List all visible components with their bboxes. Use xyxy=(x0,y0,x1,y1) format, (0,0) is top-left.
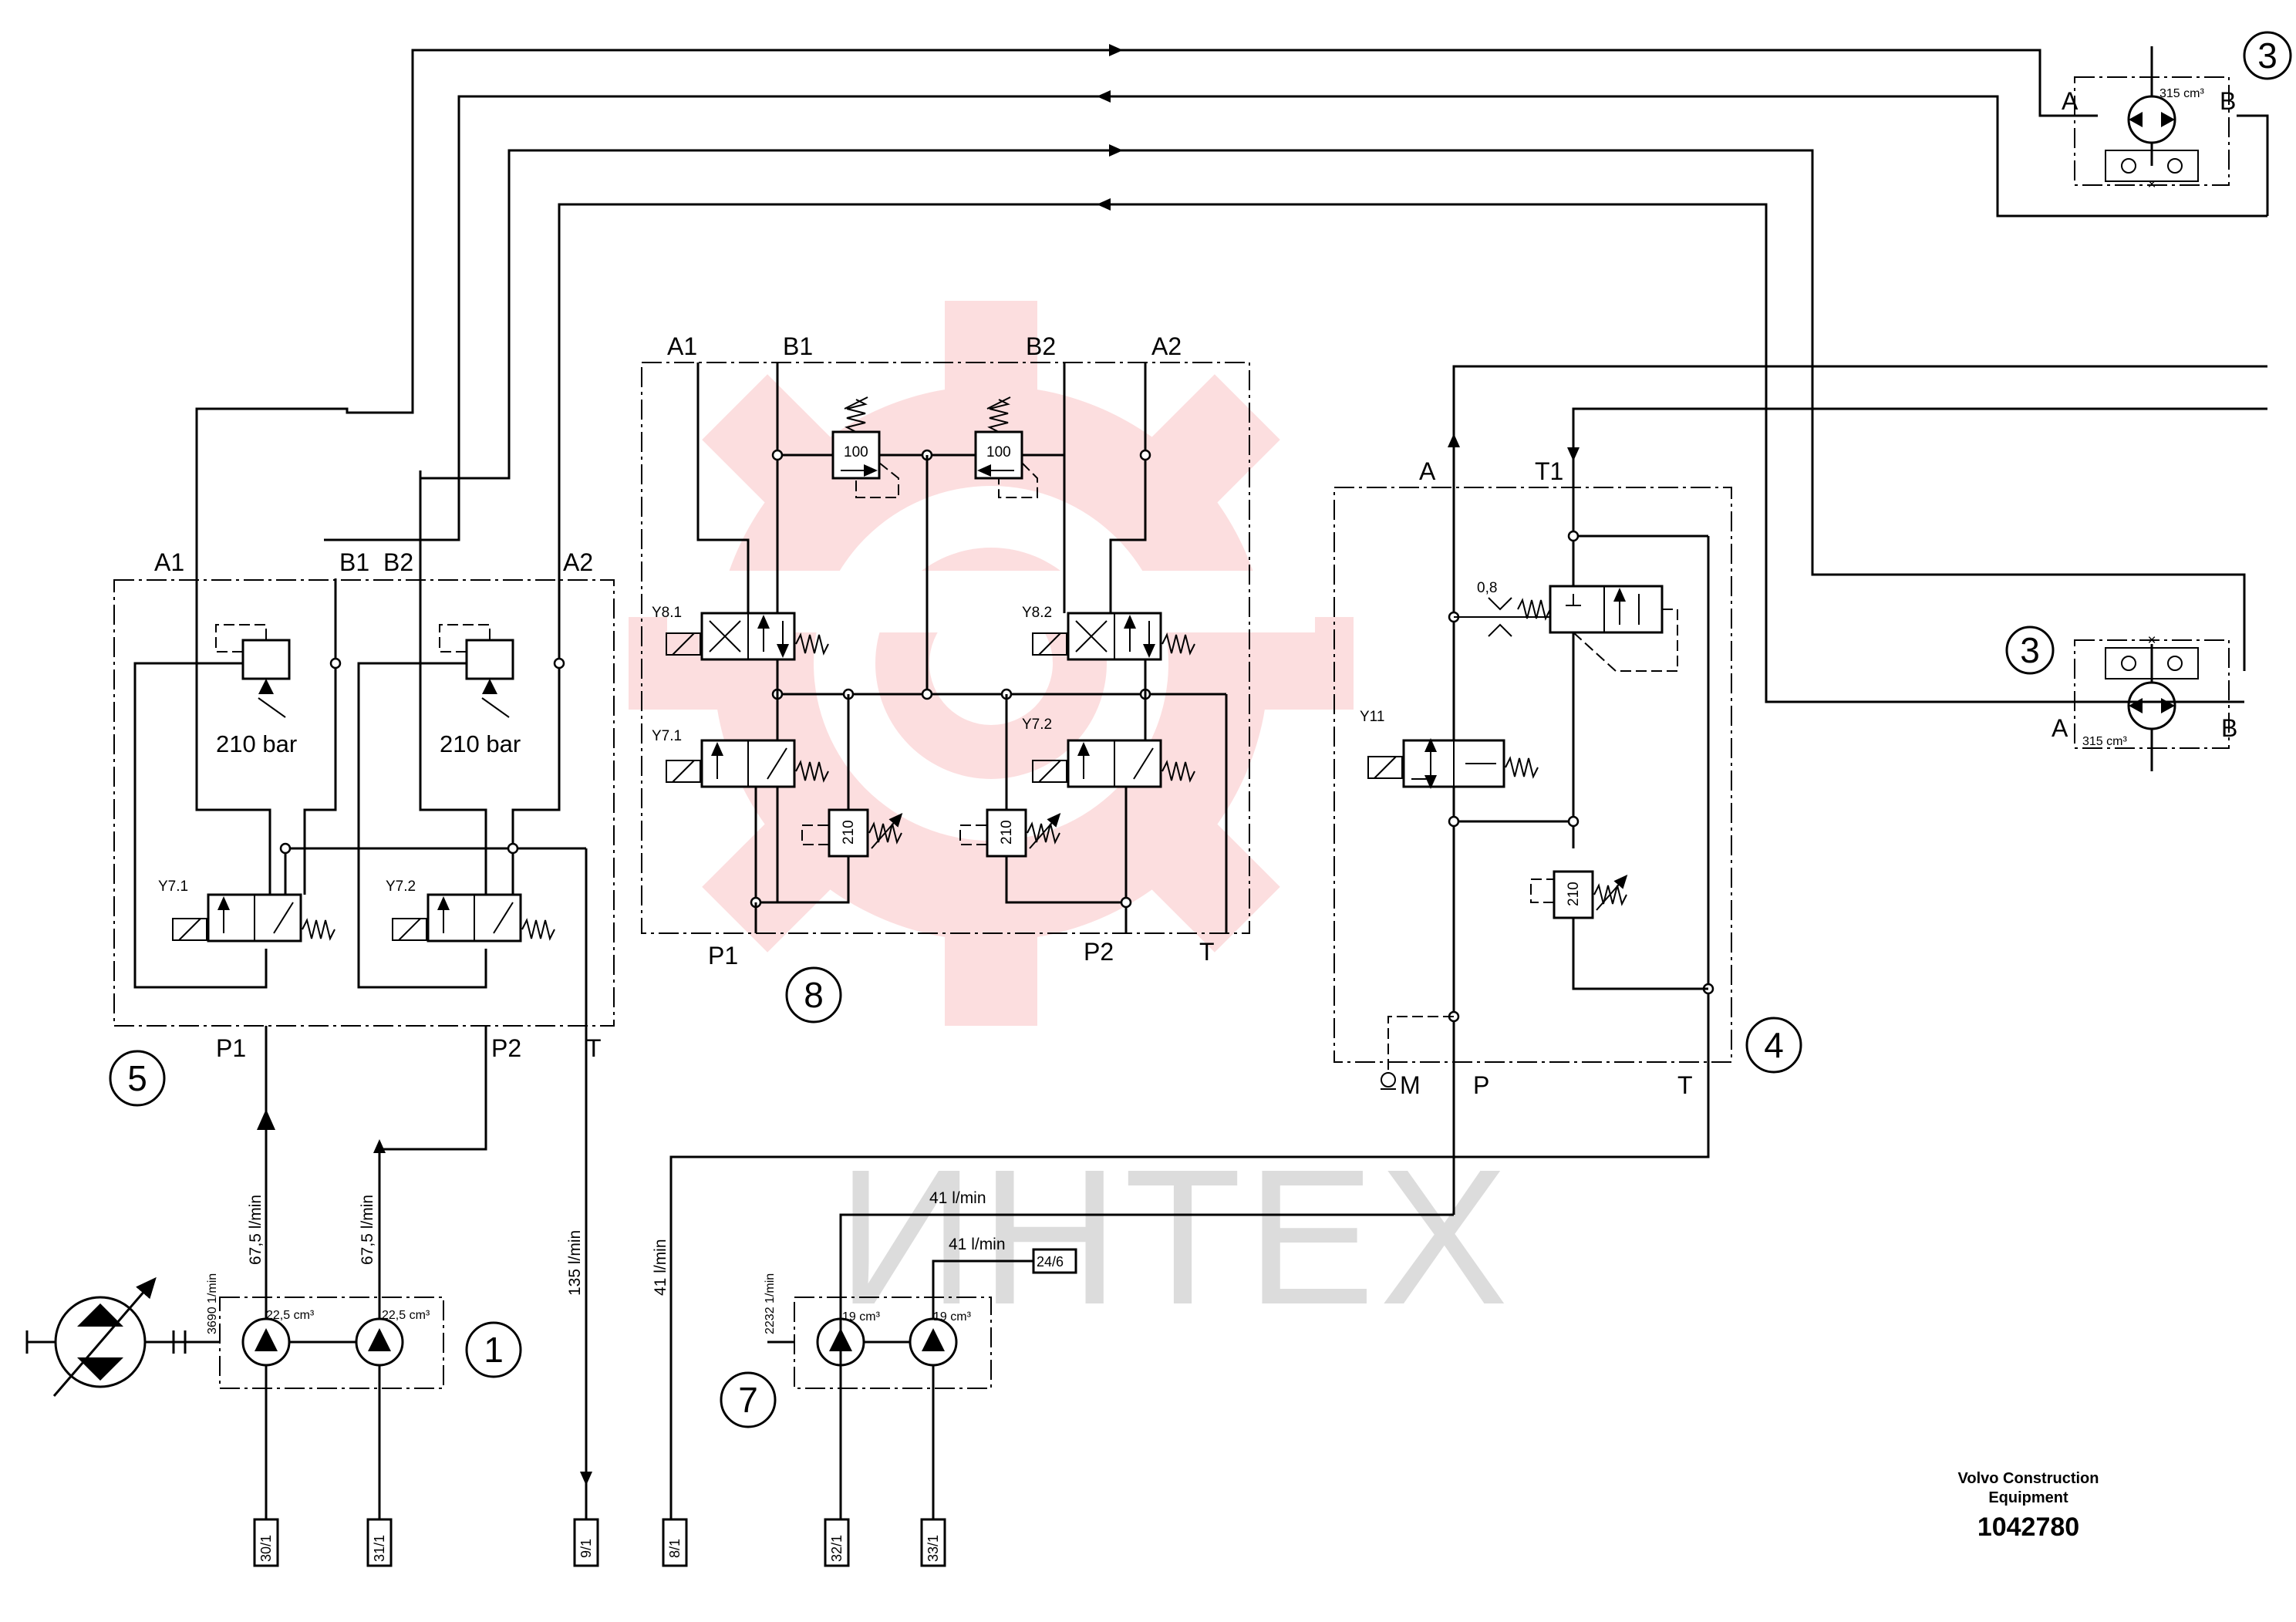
pump1-rpm: 3690 1/min xyxy=(206,1273,219,1334)
valve5-solenoid-y71: Y7.1 xyxy=(158,878,188,895)
flow-135: 135 l/min xyxy=(566,1230,584,1296)
svg-text:×: × xyxy=(2147,632,2156,649)
component-number-1: 1 xyxy=(484,1330,504,1370)
tag-32-1: 32/1 xyxy=(829,1535,845,1562)
valve5-port-a1: A1 xyxy=(154,548,184,576)
valve8-solenoid-y82: Y8.2 xyxy=(1022,605,1052,621)
relief-210-2: 210 xyxy=(999,820,1015,845)
relief-210bar-2: 210 bar xyxy=(440,730,521,757)
orifice-label: 0,8 xyxy=(1477,580,1497,596)
valve-block-8: A1 B1 B2 A2 P1 P2 T xyxy=(641,332,1250,1023)
pump7-displacement-b: 19 cm³ xyxy=(933,1310,972,1324)
valve8-port-p1: P1 xyxy=(708,942,738,969)
valve8-port-t: T xyxy=(1199,938,1215,966)
motor-port-b-top: B xyxy=(2220,87,2236,115)
pump7-rpm: 2232 1/min xyxy=(764,1273,777,1334)
component-number-3-bottom: 3 xyxy=(2020,630,2040,670)
flow-41-b: 41 l/min xyxy=(949,1236,1006,1253)
component-number-5: 5 xyxy=(127,1058,147,1098)
relief-210-1: 210 xyxy=(841,820,857,845)
relief-210bar-1: 210 bar xyxy=(216,730,297,757)
motor-displacement-bottom: 315 cm³ xyxy=(2082,735,2127,748)
flow-67-5-b: 67,5 l/min xyxy=(359,1195,376,1265)
valve8-port-a1: A1 xyxy=(667,332,697,360)
valve8-solenoid-y71: Y7.1 xyxy=(652,728,682,744)
valve4-port-t: T xyxy=(1677,1071,1693,1099)
manufacturer-line-2: Equipment xyxy=(1988,1489,2068,1506)
title-block: Volvo Construction Equipment 1042780 xyxy=(1936,1469,2121,1543)
pump7-displacement-a: 19 cm³ xyxy=(842,1310,881,1324)
valve4-port-m: M xyxy=(1400,1071,1421,1099)
valve8-solenoid-y72: Y7.2 xyxy=(1022,717,1052,733)
motor-supply-lines xyxy=(195,44,2269,703)
component-number-8: 8 xyxy=(804,975,824,1015)
component-number-3-top: 3 xyxy=(2257,35,2277,76)
tag-30-1: 30/1 xyxy=(258,1535,274,1562)
valve5-port-b2: B2 xyxy=(383,548,413,576)
valve4-port-t1: T1 xyxy=(1535,457,1563,485)
document-number: 1042780 xyxy=(1977,1512,2080,1542)
valve4-solenoid-y11: Y11 xyxy=(1360,709,1384,725)
motor-port-a-bottom: A xyxy=(2052,714,2068,742)
valve8-solenoid-y81: Y8.1 xyxy=(652,605,682,621)
valve8-port-b1: B1 xyxy=(783,332,813,360)
pump1-displacement-a: 22,5 cm³ xyxy=(266,1309,315,1322)
flow-41-c: 41 l/min xyxy=(652,1239,669,1296)
flow-41-a: 41 l/min xyxy=(929,1189,986,1207)
valve8-port-p2: P2 xyxy=(1084,938,1114,966)
tag-31-1: 31/1 xyxy=(372,1535,387,1562)
pump-unit-7: 19 cm³ 19 cm³ 2232 1/min 41 l/min 41 l/m… xyxy=(652,1189,1033,1519)
valve5-port-p2: P2 xyxy=(491,1034,521,1062)
hydraulic-motor-top: × 315 cm³ A B 3 xyxy=(2062,31,2292,193)
watermark-text: ИНТЕХ xyxy=(837,1129,1512,1344)
valve-block-5: A1 B1 B2 A2 P1 P2 T 210 bar 210 bar xyxy=(109,433,615,1107)
tag-8-1: 8/1 xyxy=(667,1539,683,1558)
valve8-port-a2: A2 xyxy=(1151,332,1182,360)
valve5-solenoid-y72: Y7.2 xyxy=(386,878,416,895)
hydraulic-motor-bottom: × 315 cm³ A B 3 xyxy=(2005,626,2237,771)
svg-text:×: × xyxy=(2147,177,2156,193)
motor-port-a-top: A xyxy=(2062,87,2079,115)
valve8-port-b2: B2 xyxy=(1026,332,1056,360)
valve4-relief-210: 210 xyxy=(1566,882,1582,906)
valve5-port-t: T xyxy=(586,1034,602,1062)
pump-unit-1: 22,5 cm³ 22,5 cm³ 3690 1/min 67,5 l/min … xyxy=(25,1026,592,1519)
manufacturer-line-1: Volvo Construction xyxy=(1957,1470,2099,1487)
motor-displacement-top: 315 cm³ xyxy=(2159,87,2204,100)
tag-9-1: 9/1 xyxy=(578,1539,594,1558)
valve5-port-p1: P1 xyxy=(216,1034,246,1062)
valve5-port-b1: B1 xyxy=(339,548,369,576)
valve4-port-a: A xyxy=(1419,457,1436,485)
tag-24-6: 24/6 xyxy=(1037,1254,1064,1270)
tag-33-1: 33/1 xyxy=(925,1535,941,1562)
pump1-displacement-b: 22,5 cm³ xyxy=(382,1309,430,1322)
valve-block-4: A T1 M P T 0,8 xyxy=(669,365,2267,1519)
flow-67-5-a: 67,5 l/min xyxy=(247,1195,265,1265)
valve5-port-a2: A2 xyxy=(563,548,593,576)
valve4-port-p: P xyxy=(1473,1071,1489,1099)
motor-port-b-bottom: B xyxy=(2221,714,2237,742)
relief-100-1: 100 xyxy=(844,444,868,460)
connector-tags: 30/1 31/1 9/1 8/1 32/1 33/1 24/6 xyxy=(253,1248,1077,1567)
component-number-7: 7 xyxy=(738,1380,758,1420)
relief-100-2: 100 xyxy=(986,444,1011,460)
component-number-4: 4 xyxy=(1764,1025,1784,1065)
